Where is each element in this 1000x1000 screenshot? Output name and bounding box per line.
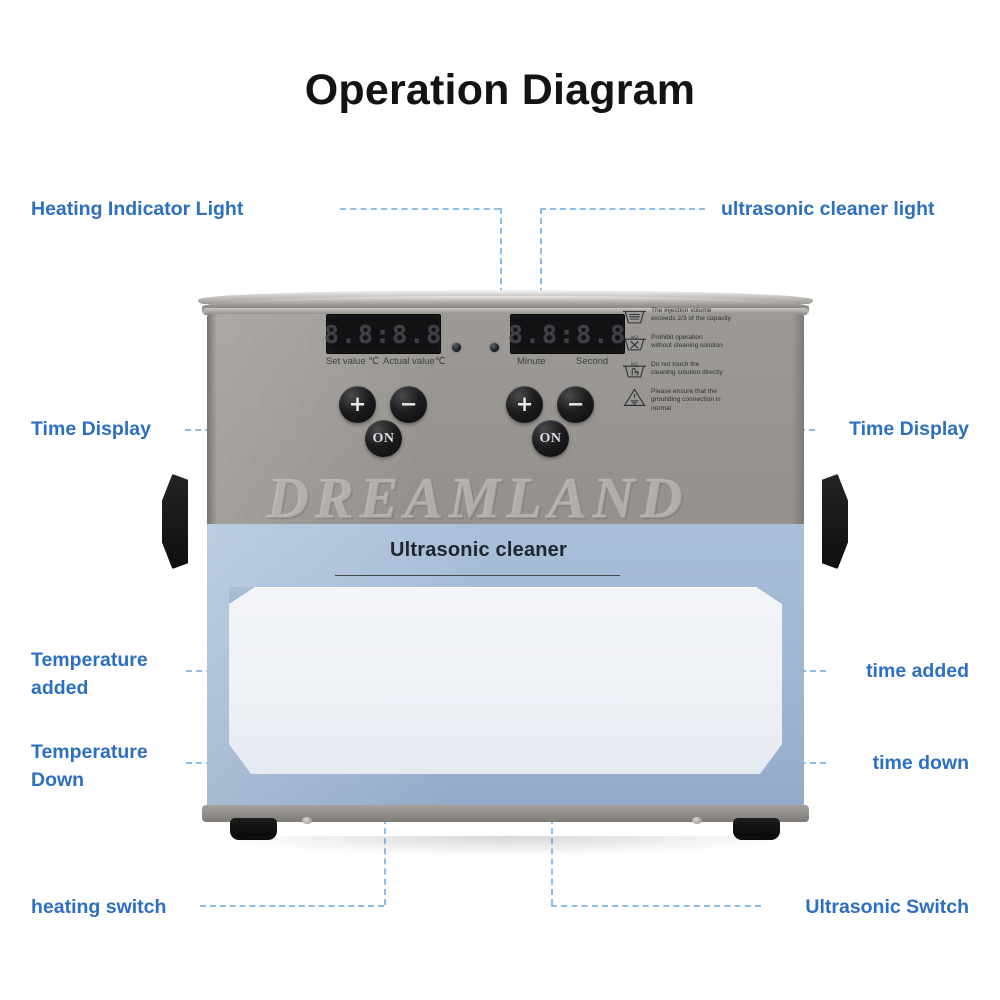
ultrasonic-cleaner-illustration: DREAMLAND Ultrasonic cleaner 8.8:8.8 Set… [162, 290, 848, 856]
warning-item: NO Prohibit operation without cleaning s… [623, 333, 733, 353]
side-handle-right [822, 474, 848, 569]
callout-time-added: time added [866, 660, 969, 682]
plus-icon: + [348, 392, 367, 416]
warning-list: The injection volume exceeds 2/3 of the … [623, 306, 733, 420]
callout-time-down: time down [872, 752, 969, 774]
side-handle-left [162, 474, 188, 569]
control-panel [229, 587, 782, 774]
leader-heating-indicator-h [340, 208, 500, 210]
time-display[interactable]: 8.8:8.8 [507, 314, 628, 354]
temperature-down-button[interactable]: − [390, 386, 427, 423]
callout-time-display-left: Time Display [31, 418, 151, 440]
no-dry-operation-icon: NO [623, 334, 646, 351]
tank-rim-lip [204, 308, 807, 315]
callout-ultrasonic-cleaner-light: ultrasonic cleaner light [721, 198, 935, 220]
ultrasonic-switch-button[interactable]: ON [532, 420, 569, 457]
leader-ultrasonic-switch-h [551, 905, 761, 907]
warning-text: Do not touch the cleaning solution direc… [651, 361, 723, 377]
temperature-display-caption-actual: Actual value℃ [383, 356, 446, 367]
callout-heating-switch: heating switch [31, 896, 167, 918]
heating-on-label: ON [372, 430, 395, 446]
time-display-caption-minute: Minute [517, 356, 546, 367]
grounding-warning-icon [623, 388, 646, 406]
callout-ultrasonic-switch: Ultrasonic Switch [805, 896, 969, 918]
temperature-display[interactable]: 8.8:8.8 [323, 314, 444, 354]
no-hand-contact-icon: NO [623, 361, 646, 378]
base-screw-left [302, 817, 312, 824]
page-title: Operation Diagram [304, 66, 696, 114]
temperature-display-value: 8.8:8.8 [323, 319, 444, 349]
callout-heating-indicator-light: Heating Indicator Light [31, 198, 244, 220]
warning-text: Please ensure that the grounding connect… [651, 388, 721, 412]
ultrasonic-indicator-lamp [490, 343, 499, 352]
temperature-up-button[interactable]: + [339, 386, 376, 423]
callout-temperature-added: Temperature added [31, 649, 148, 699]
rubber-foot-left [230, 818, 277, 840]
heating-switch-button[interactable]: ON [365, 420, 402, 457]
svg-text:NO: NO [631, 334, 638, 339]
machine-base [202, 805, 809, 822]
callout-time-display-right: Time Display [849, 418, 969, 440]
ultrasonic-on-label: ON [539, 430, 562, 446]
time-display-value: 8.8:8.8 [507, 319, 628, 349]
warning-item: Please ensure that the grounding connect… [623, 387, 733, 413]
product-name-rule [335, 575, 620, 576]
leader-ultrasonic-light-h [540, 208, 705, 210]
base-screw-right [692, 817, 702, 824]
temperature-display-caption-set: Set value ℃ [326, 356, 379, 367]
minus-icon: − [566, 392, 585, 416]
warning-text: Prohibit operation without cleaning solu… [651, 334, 723, 350]
warning-item: The injection volume exceeds 2/3 of the … [623, 306, 733, 326]
callout-temperature-down: Temperature Down [31, 741, 148, 791]
product-name: Ultrasonic cleaner [389, 539, 567, 561]
minus-icon: − [399, 392, 418, 416]
drop-shadow [220, 836, 790, 856]
rubber-foot-right [733, 818, 780, 840]
leader-heating-switch-h [200, 905, 384, 907]
time-display-caption-second: Second [576, 356, 609, 367]
warning-item: NO Do not touch the cleaning solution di… [623, 360, 733, 380]
heating-indicator-lamp [452, 343, 461, 352]
brand-watermark: DREAMLAND [267, 466, 690, 531]
time-down-button[interactable]: − [557, 386, 594, 423]
plus-icon: + [515, 392, 534, 416]
time-up-button[interactable]: + [506, 386, 543, 423]
svg-text:NO: NO [631, 361, 638, 366]
basket-fill-level-icon [623, 310, 646, 324]
warning-text: The injection volume exceeds 2/3 of the … [651, 307, 731, 323]
